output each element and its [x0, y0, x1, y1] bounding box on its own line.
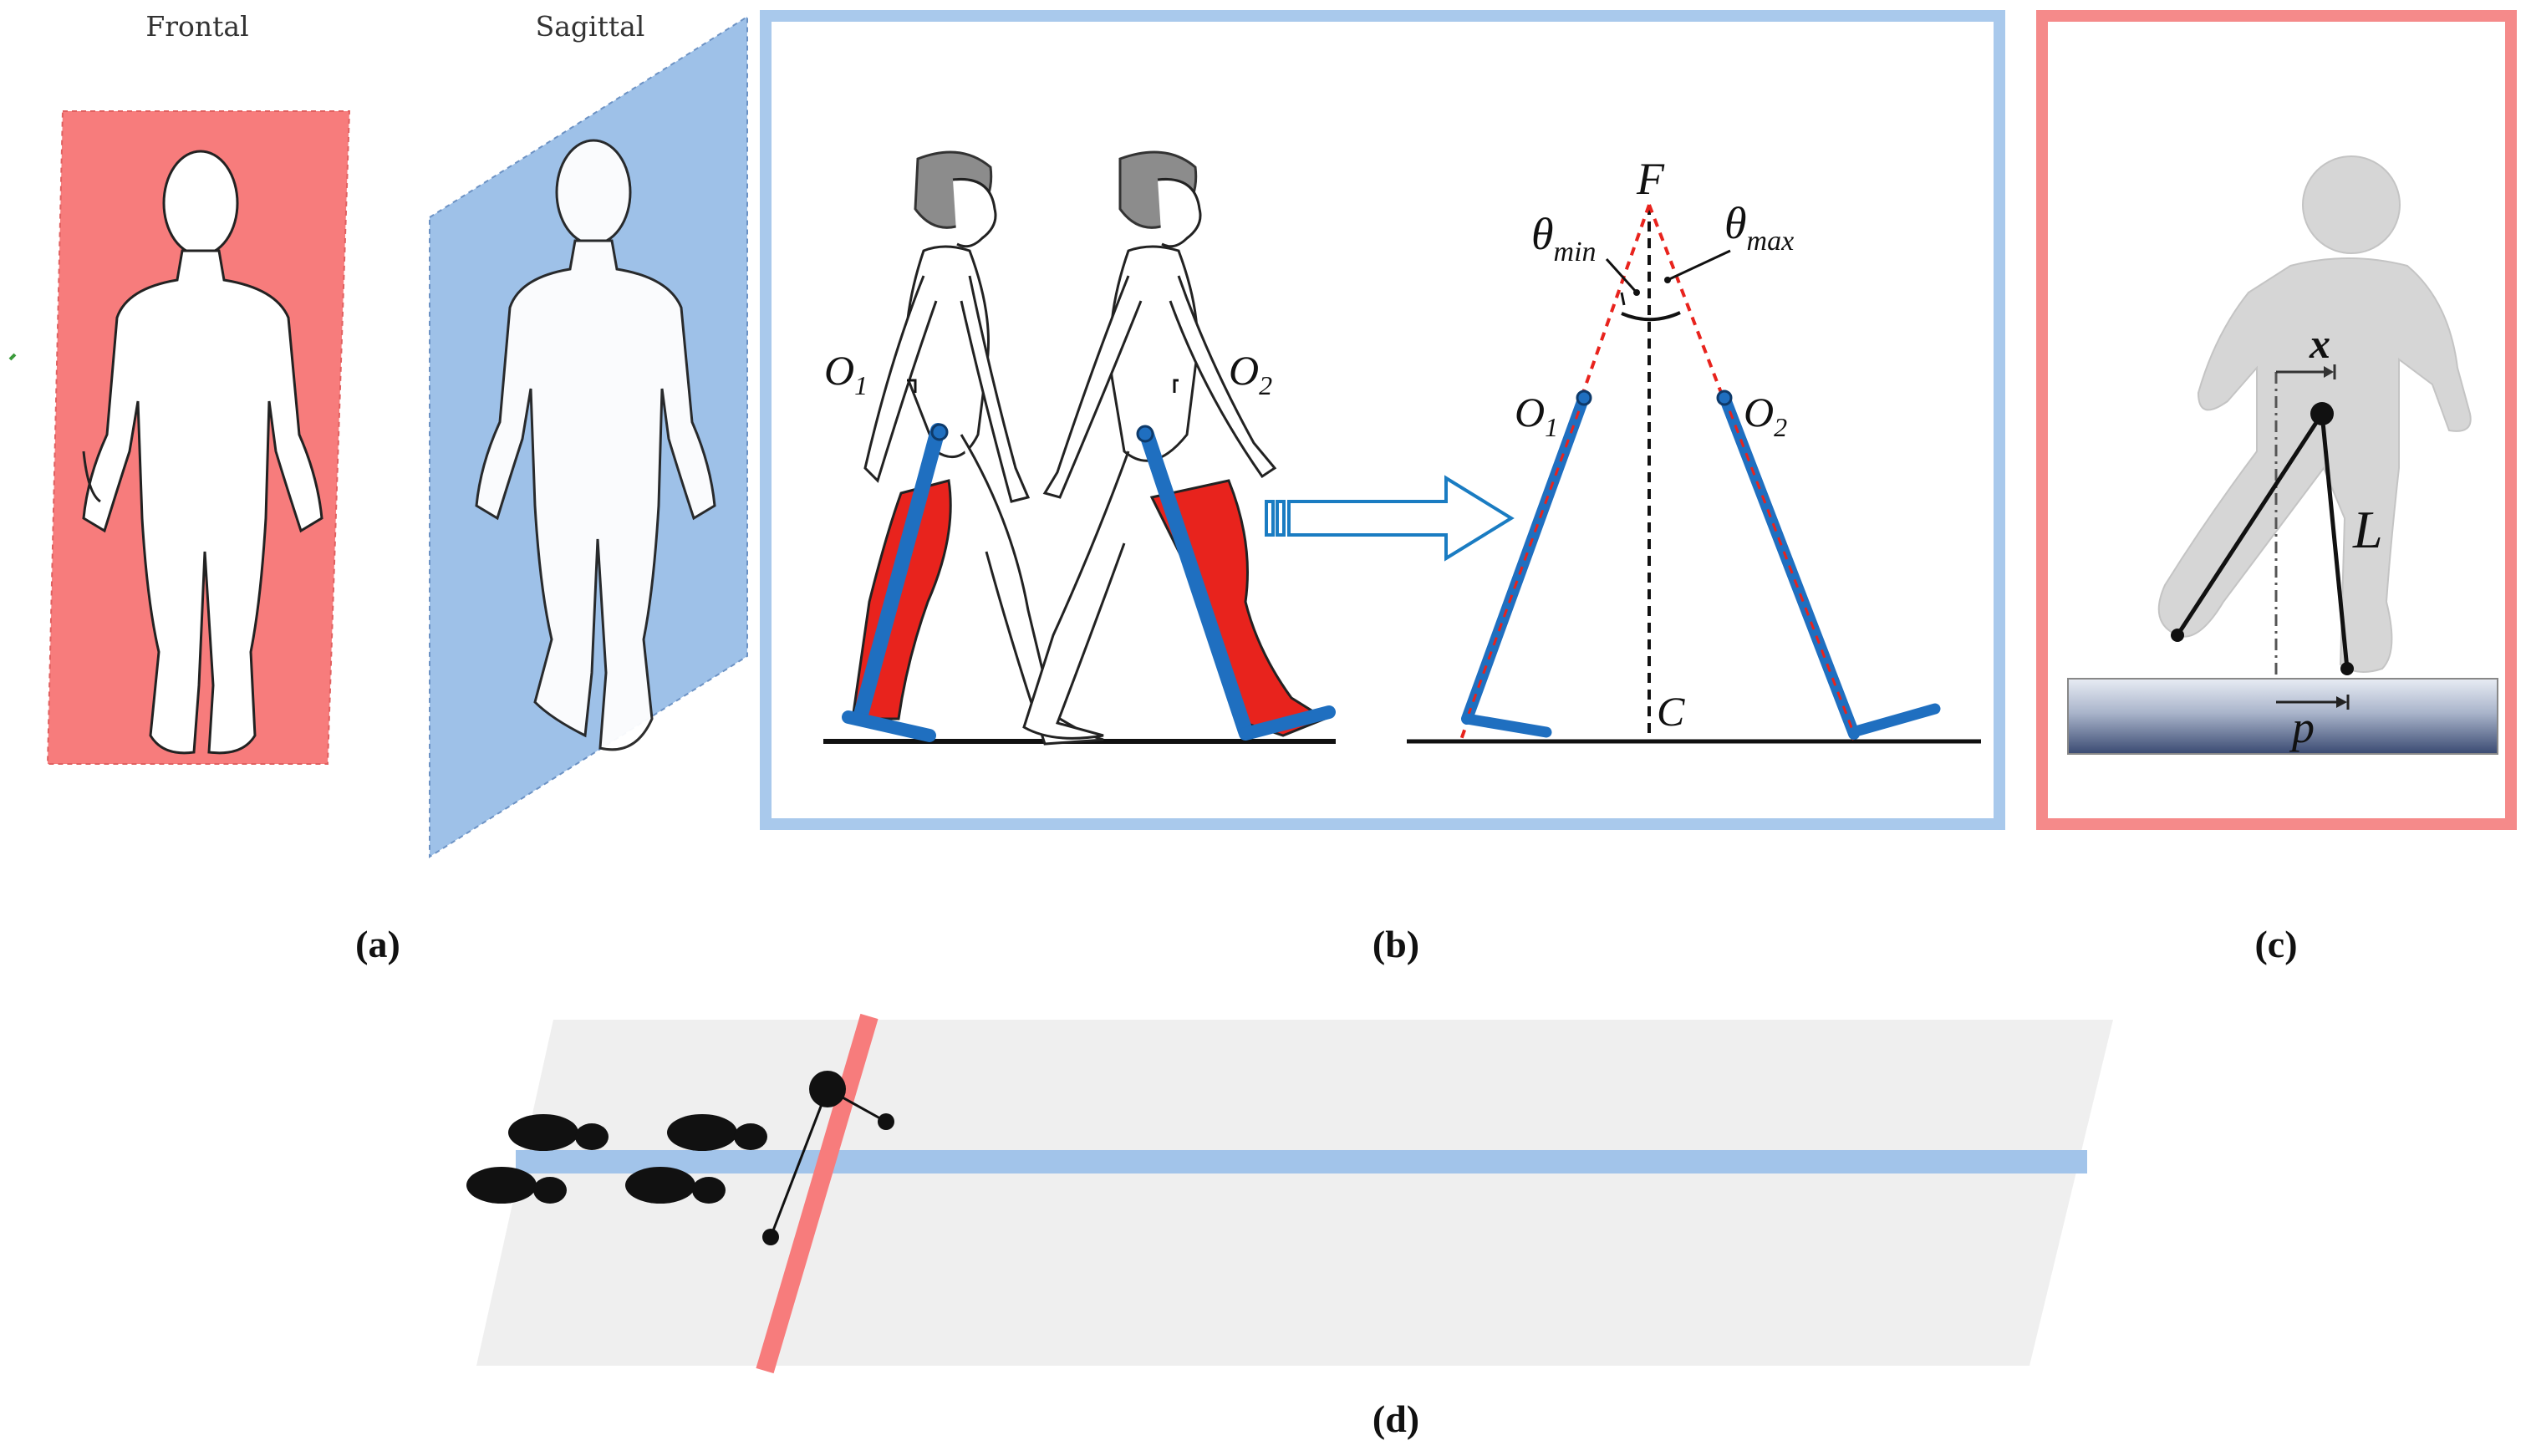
walking-path — [516, 1150, 2087, 1173]
theta-max-leader — [1667, 249, 1731, 282]
leg-stick-right — [1719, 391, 1860, 740]
foot-stick-left — [1461, 713, 1552, 738]
footprint-1 — [508, 1114, 609, 1151]
theta-max-dot — [1664, 277, 1671, 283]
panel-c-frame — [2036, 10, 2517, 830]
walker-1-hip-joint — [930, 423, 949, 441]
walker-model-foot-1 — [762, 1229, 779, 1245]
stance-leg — [2320, 413, 2350, 669]
transform-arrow — [1265, 475, 1515, 562]
walker-2-torso — [1108, 245, 1199, 462]
swing-leg — [2175, 412, 2325, 637]
sagittal-body-silhouette — [475, 139, 716, 751]
footprint-3 — [667, 1114, 767, 1151]
hip-joint-right — [1716, 389, 1733, 406]
frontal-body-silhouette — [82, 150, 323, 755]
walker-model-foot-2 — [878, 1113, 894, 1130]
green-mark — [8, 353, 17, 361]
foot-stick-right — [1850, 703, 1941, 737]
walker-2-leg-stick — [1139, 427, 1253, 739]
grey-silhouette — [2157, 155, 2472, 673]
theta-min-label: θmin — [1531, 209, 1597, 267]
walker-2-head — [1157, 177, 1202, 248]
hip-mass — [2310, 402, 2334, 425]
panel-b: O1 O2 F — [760, 10, 2005, 965]
walker-1-head — [952, 177, 997, 248]
cop-arrowhead-p — [2336, 696, 2347, 708]
walker-2-foot-stick — [1239, 705, 1336, 741]
hip-right-label: O2 — [1744, 389, 1787, 442]
theta-min-leader — [1605, 257, 1638, 294]
panel-b-frame — [760, 10, 2005, 830]
panel-d: (d) — [466, 1013, 2113, 1440]
apex-label: F — [1636, 154, 1665, 204]
leg-stick-left-overlay — [1465, 396, 1586, 720]
walker-1-hip-leader — [907, 379, 917, 393]
offset-arrowhead-x — [2324, 366, 2334, 378]
walker-1-arm-back — [863, 275, 938, 483]
footprints — [466, 1114, 767, 1204]
walker-model-hip — [809, 1071, 846, 1107]
force-platform — [2067, 678, 2498, 755]
sagittal-label: Sagittal — [536, 10, 645, 43]
offset-label: x — [2309, 320, 2330, 367]
angle-tick-left — [1620, 292, 1626, 306]
walker-2-leg-back — [1022, 451, 1130, 740]
swing-foot — [2171, 629, 2184, 642]
walkway — [476, 1020, 2113, 1366]
hip-joint-left — [1576, 389, 1592, 406]
hip-right-label-walker: O2 — [1229, 347, 1272, 400]
frontal-line — [756, 1013, 878, 1374]
caption-a: (a) — [355, 923, 400, 965]
hip-left-label: O1 — [1515, 389, 1558, 442]
panel-c: x L p (c) — [2036, 10, 2517, 965]
walker-2-arm-back — [1042, 275, 1143, 499]
walker-1-leg-stick — [853, 423, 945, 722]
caption-b: (b) — [1372, 923, 1419, 965]
angle-arc — [1621, 311, 1681, 322]
footprint-4 — [625, 1167, 726, 1204]
theta-min-dot — [1633, 289, 1640, 296]
caption-d: (d) — [1372, 1397, 1419, 1440]
walker-1-foot-stick — [842, 710, 936, 742]
walker-2 — [1022, 150, 1336, 741]
walker-2-hip-leader — [1173, 379, 1179, 393]
walker-1 — [842, 150, 1104, 746]
frontal-label: Frontal — [145, 10, 248, 43]
stance-foot — [2340, 662, 2354, 675]
walker-2-hip-joint — [1136, 425, 1154, 443]
center-label: C — [1657, 688, 1685, 735]
walker-2-arm-front — [1169, 275, 1277, 479]
panel-a: Frontal Sagittal (a) — [8, 10, 748, 965]
pendulum-schematic — [1407, 204, 1981, 744]
footprint-2 — [466, 1167, 567, 1204]
platform-label: p — [2289, 702, 2315, 752]
hip-left-label-walker: O1 — [824, 347, 868, 400]
walker-1-arm-front — [960, 275, 1031, 503]
length-label: L — [2352, 500, 2383, 559]
walker-model-leg-1 — [769, 1088, 829, 1238]
caption-c: (c) — [2254, 923, 2297, 965]
theta-max-label: θmax — [1724, 198, 1794, 257]
